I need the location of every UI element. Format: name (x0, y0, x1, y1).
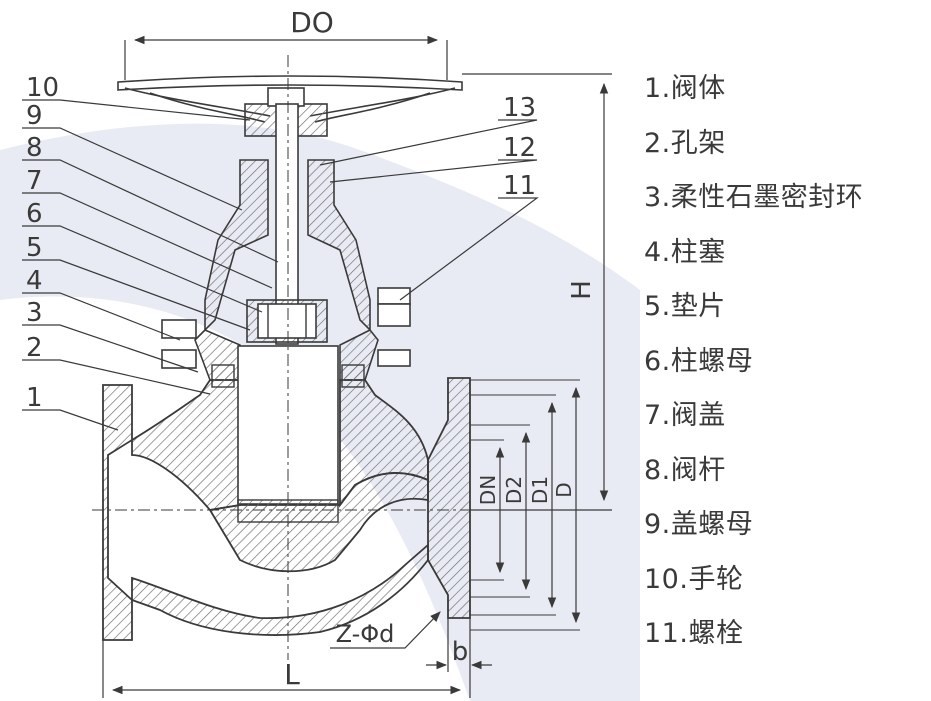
legend-item: 8.阀杆 (644, 454, 726, 486)
callout-6: 6 (26, 199, 43, 229)
legend-item: 5.垫片 (644, 291, 726, 322)
legend-item: 9.盖螺母 (644, 509, 754, 540)
callout-4: 4 (26, 266, 43, 296)
parts-legend: 1.阀体 2.孔架 3.柔性石墨密封环 4.柱塞 5.垫片 6.柱螺母 7.阀盖… (644, 62, 929, 662)
l-label: L (284, 658, 300, 691)
bolt (377, 287, 411, 367)
d1-label: D1 (528, 476, 552, 504)
legend-item: 7.阀盖 (644, 400, 726, 431)
valve-body (102, 377, 471, 641)
z-phi-d-leader (330, 611, 441, 649)
callout-leaders (22, 99, 539, 431)
h-label: H (567, 280, 597, 300)
legend-item: 11.螺栓 (644, 618, 744, 649)
d-label: D (552, 482, 576, 497)
b-label: b (452, 637, 469, 667)
plug-seal-right (341, 364, 365, 388)
do-label: DO (290, 6, 334, 39)
callout-9: 9 (26, 101, 43, 131)
dn-label: DN (476, 475, 500, 505)
d2-label: D2 (502, 476, 526, 504)
legend-item: 1.阀体 (644, 73, 726, 104)
callout-3: 3 (26, 298, 43, 328)
gland-inner (267, 304, 307, 338)
callout-13: 13 (503, 93, 536, 123)
callout-1: 1 (26, 383, 43, 413)
legend-item: 3.柔性石墨密封环 (644, 182, 864, 213)
callout-12: 12 (503, 133, 536, 163)
legend-item: 4.柱塞 (644, 236, 726, 268)
callout-2: 2 (26, 333, 43, 363)
callout-10: 10 (26, 73, 59, 103)
valve-stem (275, 103, 299, 345)
callout-8: 8 (26, 133, 43, 163)
legend-item: 6.柱螺母 (644, 345, 754, 377)
plug-seal-left (211, 364, 235, 388)
z-phi-d-label: Z-Φd (336, 620, 395, 648)
legend-item: 2.孔架 (644, 127, 726, 159)
callout-7: 7 (26, 166, 43, 196)
left-lug (161, 319, 197, 369)
callout-5: 5 (26, 233, 43, 263)
legend-item: 10.手轮 (644, 563, 744, 595)
callout-11: 11 (503, 171, 536, 201)
